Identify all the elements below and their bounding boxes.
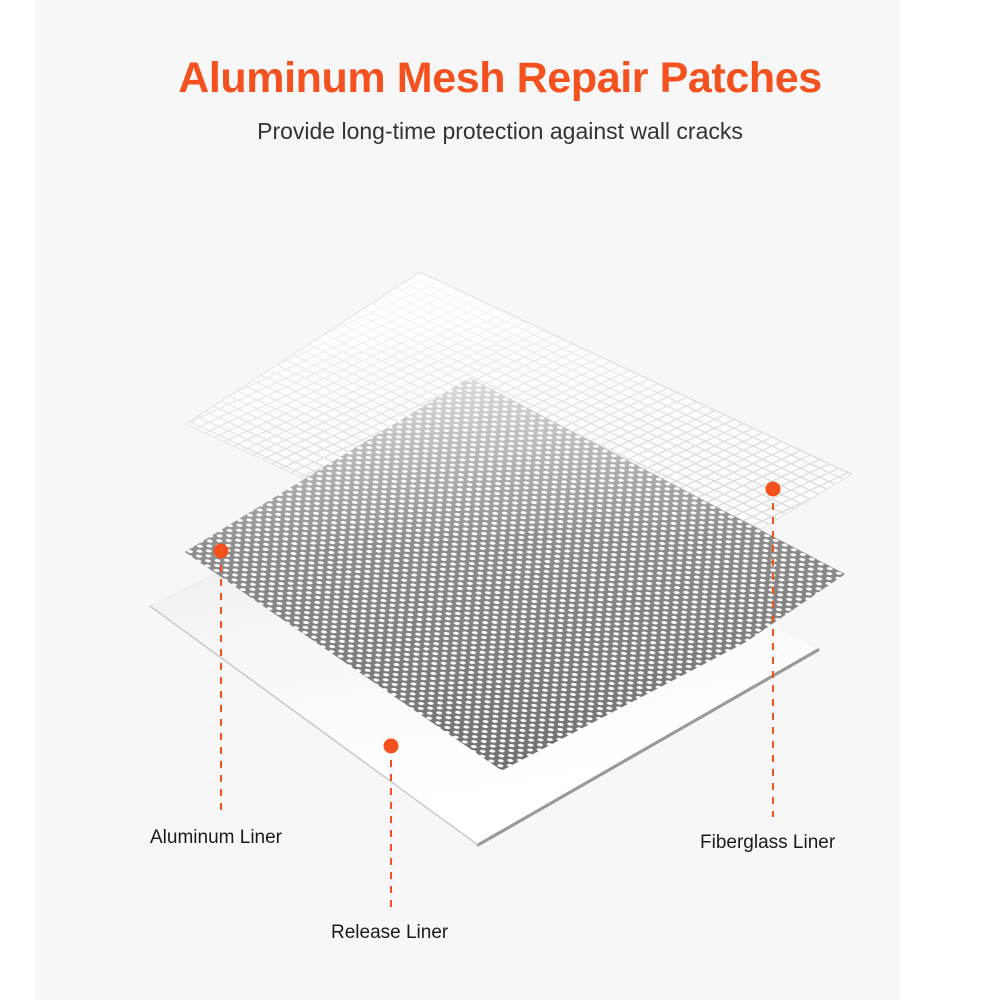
callout-dot-aluminum: [213, 543, 229, 559]
callout-label-fiberglass-liner: Fiberglass Liner: [700, 832, 836, 853]
callout-dot-fiberglass: [765, 481, 781, 497]
callout-aluminum: [213, 543, 229, 812]
callout-group: [213, 481, 781, 907]
callout-release: [383, 738, 399, 907]
callout-label-aluminum-liner: Aluminum Liner: [150, 827, 282, 848]
callout-fiberglass: [765, 481, 781, 817]
callout-dot-release: [383, 738, 399, 754]
callout-label-release-liner: Release Liner: [331, 922, 449, 943]
